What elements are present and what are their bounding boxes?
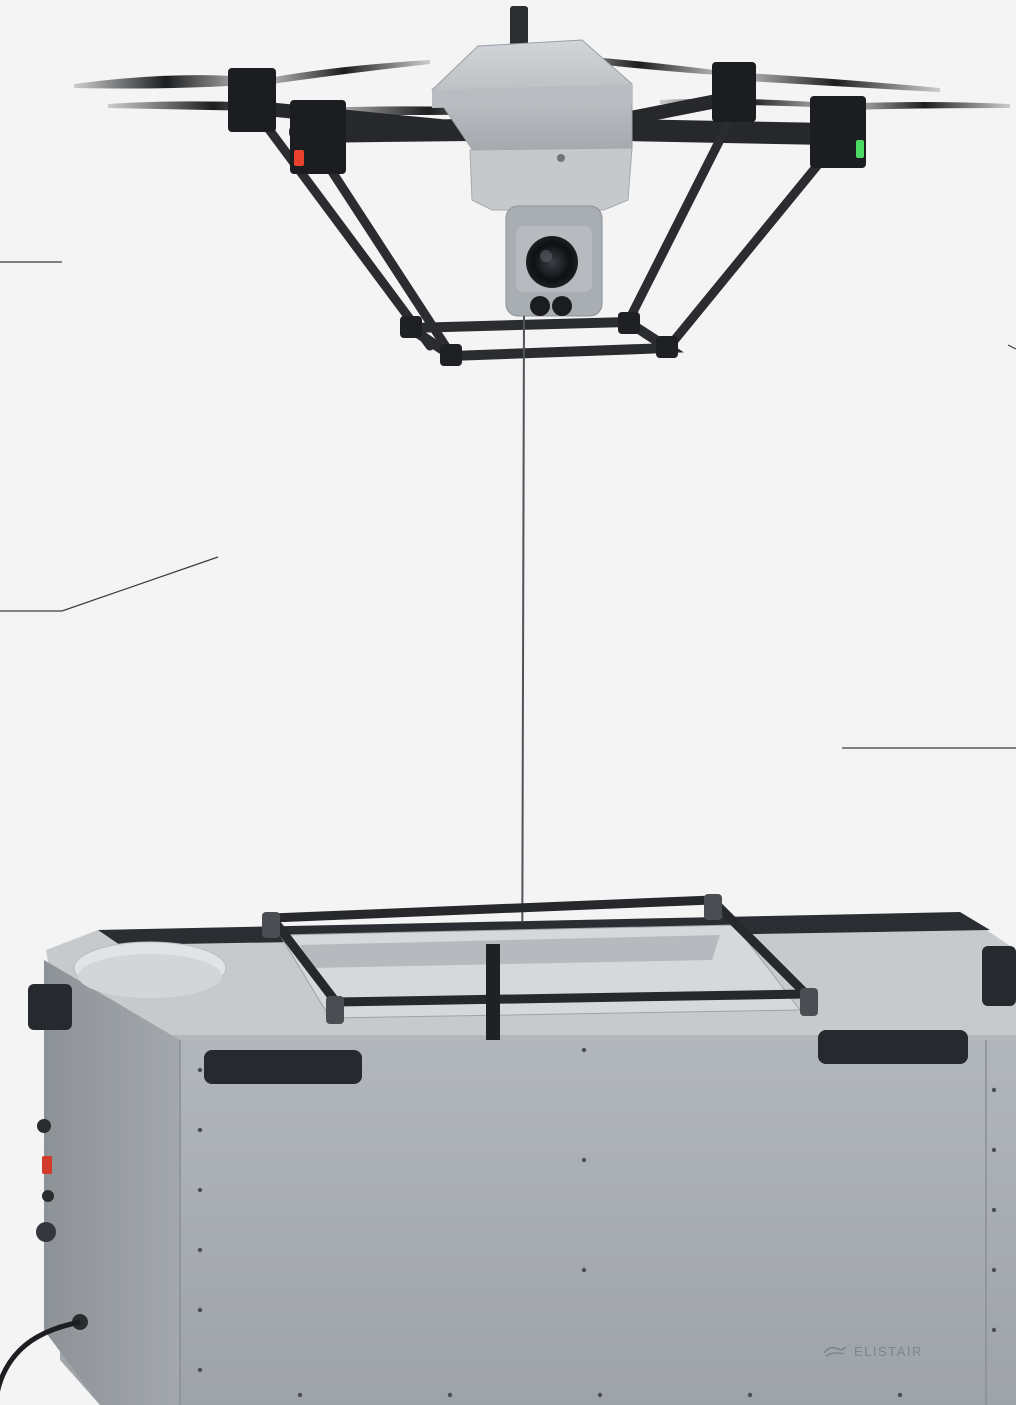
center-mast [486,944,500,1040]
secondary-lens [552,296,572,316]
brand-logo-text: ELISTAIR [854,1343,923,1359]
mast [510,6,528,46]
propeller-blade [730,72,940,92]
gimbal-camera [505,205,603,317]
led-red [294,150,304,166]
side-controls [36,1119,88,1330]
motor-pod [810,96,866,168]
handle [818,1030,968,1064]
led-green [856,140,864,158]
frame-joints [400,312,678,366]
motor-pod [228,68,276,132]
rail-springs [262,894,818,1024]
motor-pods [228,62,866,174]
secondary-lens [530,296,550,316]
callout-line-2 [0,556,219,612]
elistair-logo-icon [823,1346,847,1357]
callout-lines [0,261,1016,749]
handle [982,946,1016,1006]
callout-line-4 [1007,344,1016,350]
propeller-blade [258,60,430,86]
tether-cable [521,315,525,1041]
rivets [197,1047,997,1398]
landing-rails [267,895,811,1007]
handle [204,1050,362,1084]
handle [28,984,72,1030]
drone-body [431,39,633,211]
box-handles [28,946,1016,1084]
motor-pod [712,62,756,122]
propeller-blade [840,102,1010,110]
main-lens [526,236,578,288]
power-cable [0,1319,81,1392]
propeller-blade [74,75,258,89]
brand-logo: ELISTAIR [822,1339,923,1363]
